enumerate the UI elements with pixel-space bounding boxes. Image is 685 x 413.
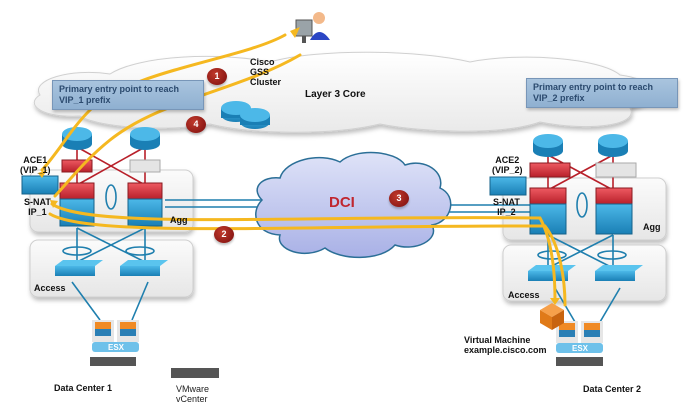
- dc1-router-right: [130, 127, 160, 150]
- dc1-agg-switch-right: [127, 182, 163, 227]
- dc2-name: Data Center 2: [583, 384, 642, 394]
- ace1-label: ACE1 (VIP_1): [20, 155, 51, 175]
- virtual-machine-label: Virtual Machine example.cisco.com: [464, 335, 547, 355]
- gss-cluster-label: Cisco GSS Cluster: [250, 57, 282, 87]
- dc2-esx-host: [556, 321, 603, 366]
- flow-arrowheads: [38, 27, 560, 305]
- dc1-router-left: [62, 127, 92, 150]
- dc2-agg-label: Agg: [643, 222, 661, 232]
- dc1-esx-label: ESX: [108, 343, 125, 352]
- vcenter-server: [171, 368, 219, 378]
- dc1-esx-host: [90, 320, 139, 366]
- callout-vip2: Primary entry point to reach VIP_2 prefi…: [526, 78, 678, 108]
- snat2-label: S-NAT IP_2: [493, 197, 520, 217]
- step-badge-4: 4: [186, 116, 206, 133]
- dc1-firewall-gray: [129, 159, 161, 173]
- dc1-access-switch-right: [120, 260, 168, 276]
- ace2-device: [489, 176, 527, 196]
- dc2-router-left: [533, 134, 563, 157]
- dc1-access-label: Access: [34, 283, 66, 293]
- dci-label: DCI: [329, 194, 355, 211]
- step-badge-3: 3: [389, 190, 409, 207]
- snat1-label: S-NAT IP_1: [24, 197, 51, 217]
- dc2-esx-label: ESX: [572, 344, 589, 353]
- step-badge-1: 1: [207, 68, 227, 85]
- dc1-name: Data Center 1: [54, 383, 113, 393]
- ace2-label: ACE2 (VIP_2): [492, 155, 523, 175]
- callout-vip1: Primary entry point to reach VIP_1 prefi…: [52, 80, 204, 110]
- dci-cloud: [255, 151, 452, 259]
- step-badge-2: 2: [214, 226, 234, 243]
- layer3-core-label: Layer 3 Core: [305, 89, 366, 100]
- dc1-access-switch-left: [55, 260, 103, 276]
- core-router-pair: [221, 101, 270, 129]
- dc2-firewall-gray: [595, 162, 637, 178]
- dc1-agg-label: Agg: [170, 215, 188, 225]
- user-workstation-icon: [295, 12, 330, 43]
- dc2-firewall-red: [529, 162, 571, 178]
- dc2-access-label: Access: [508, 290, 540, 300]
- dc2-router-right: [598, 134, 628, 157]
- ace1-device: [21, 175, 59, 195]
- dc2-access-switch-right: [595, 265, 643, 281]
- virtual-machine-cube-icon: [540, 303, 564, 330]
- vcenter-label: VMware vCenter: [176, 384, 210, 404]
- dc2-agg-box: [502, 177, 667, 241]
- dc2-agg-switch-right: [595, 187, 633, 235]
